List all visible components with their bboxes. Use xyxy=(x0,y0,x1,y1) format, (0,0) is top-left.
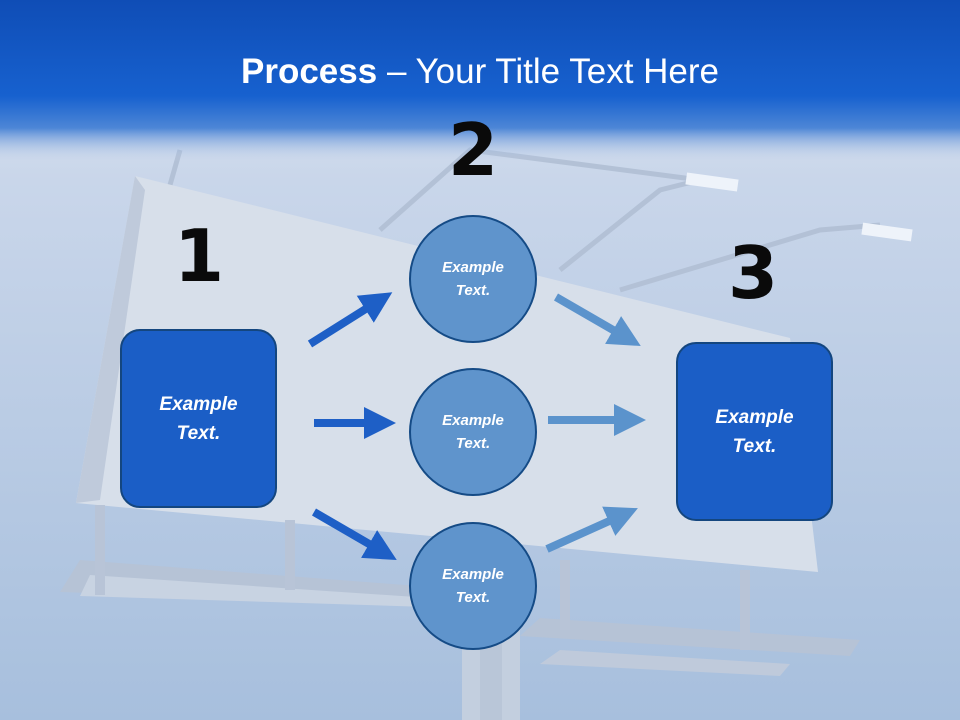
title-rest: – Your Title Text Here xyxy=(377,52,719,91)
circle-bottom[interactable]: Example Text. xyxy=(409,522,537,650)
arrow-box-to-circle-bottom xyxy=(311,508,397,561)
step-number-1: 1 xyxy=(173,214,225,298)
end-box[interactable]: Example Text. xyxy=(676,342,833,521)
end-box-line1: Example xyxy=(715,406,794,428)
arrow-box-to-circle-top xyxy=(307,292,393,348)
arrow-circle-top-to-box xyxy=(553,293,641,347)
circle-bottom-text: Example Text. xyxy=(442,563,504,609)
slide-title: Process – Your Title Text Here xyxy=(0,52,960,92)
start-box-line2: Text. xyxy=(176,422,221,444)
step-number-3: 3 xyxy=(727,231,779,315)
circle-middle-line2: Text. xyxy=(455,435,491,452)
end-box-text: Example Text. xyxy=(715,403,793,461)
circle-middle-line1: Example xyxy=(442,412,504,429)
circle-top-line1: Example xyxy=(442,259,504,276)
step-number-2: 2 xyxy=(447,108,499,192)
start-box[interactable]: Example Text. xyxy=(120,329,277,508)
start-box-text: Example Text. xyxy=(159,390,237,448)
circle-top[interactable]: Example Text. xyxy=(409,215,537,343)
start-box-line1: Example xyxy=(159,393,238,415)
circle-bottom-line2: Text. xyxy=(455,589,491,606)
circle-top-line2: Text. xyxy=(455,282,491,299)
circle-middle-text: Example Text. xyxy=(442,409,504,455)
circle-bottom-line1: Example xyxy=(442,566,504,583)
circle-middle[interactable]: Example Text. xyxy=(409,368,537,496)
end-box-line2: Text. xyxy=(732,435,777,457)
title-bold: Process xyxy=(241,52,378,91)
arrow-circle-bottom-to-box xyxy=(545,506,638,553)
circle-top-text: Example Text. xyxy=(442,256,504,302)
